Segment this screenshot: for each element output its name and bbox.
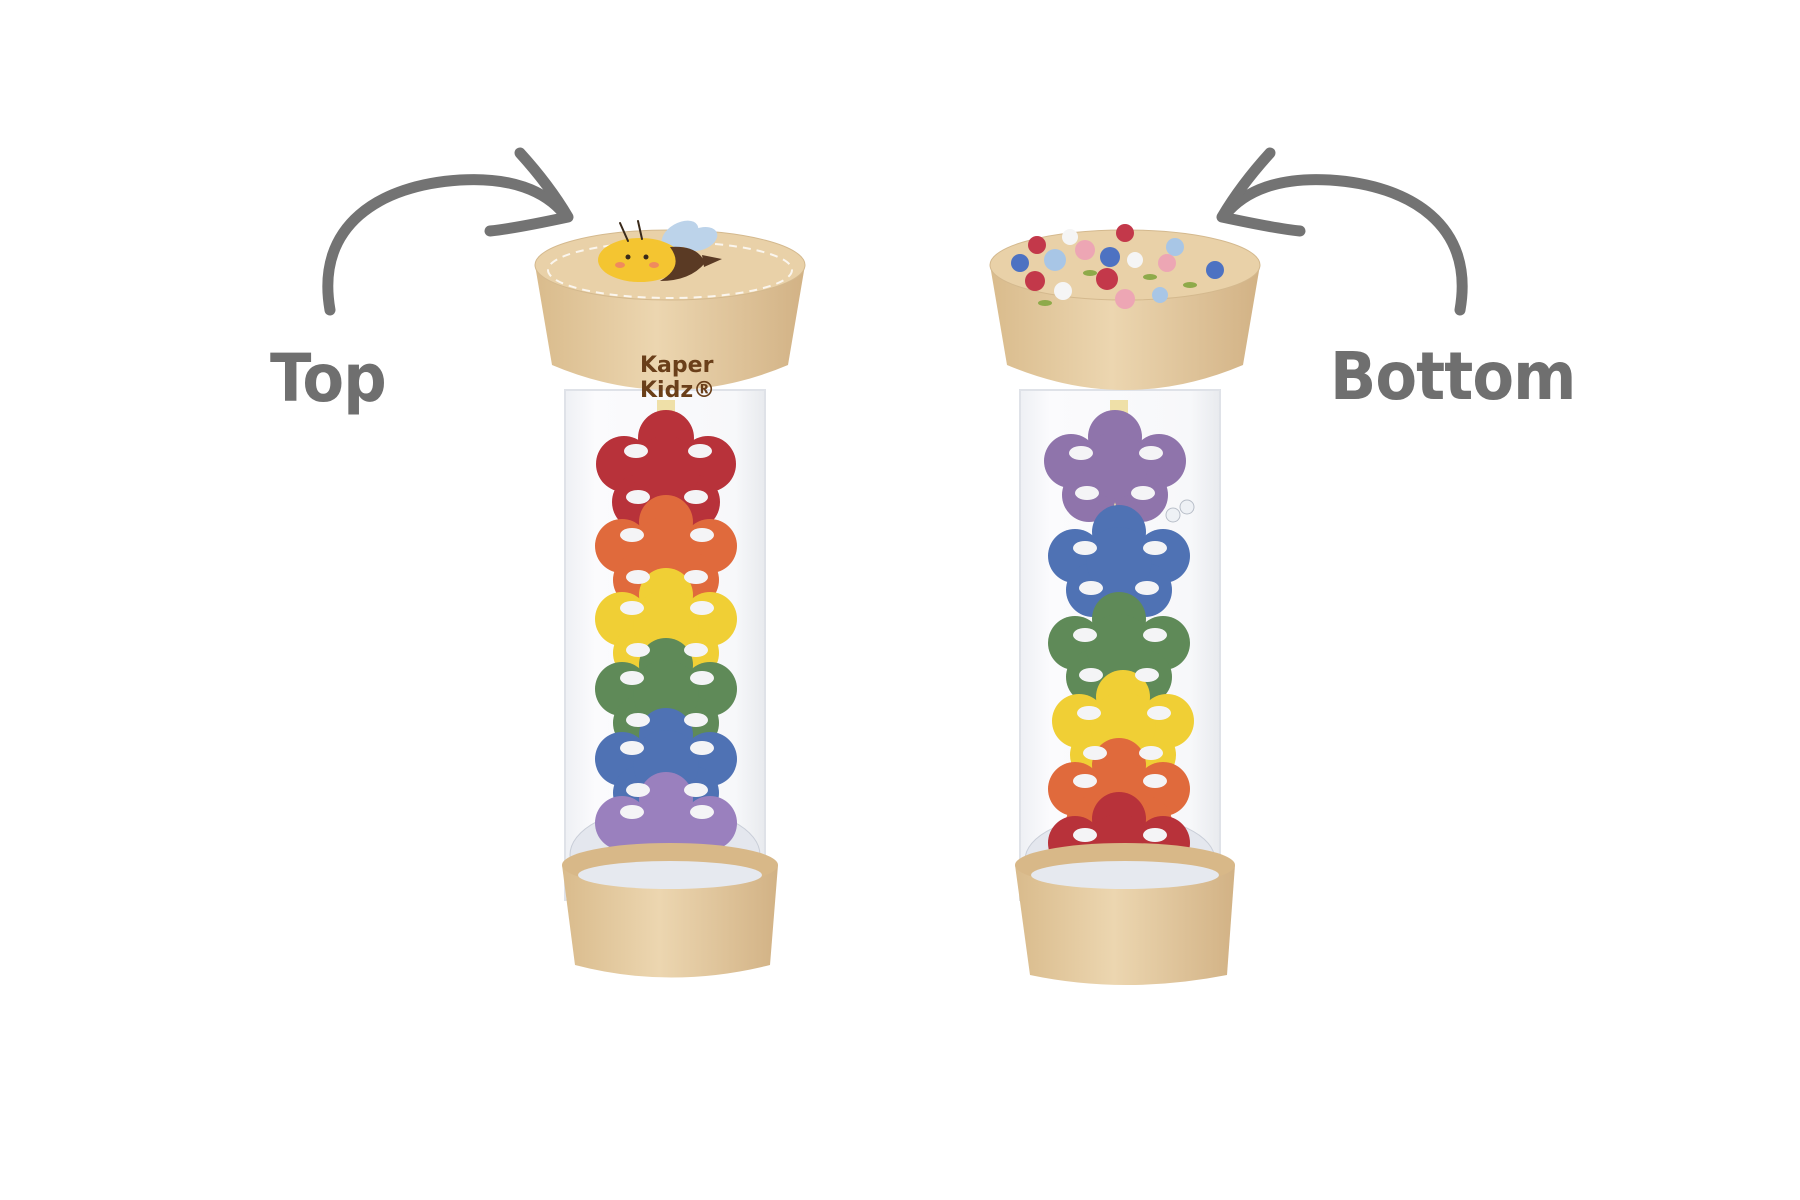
curved-arrow-right-icon xyxy=(322,147,574,316)
brand-line-2: Kidz® xyxy=(640,378,716,403)
top-cap xyxy=(989,224,1261,390)
bottom-cap xyxy=(1015,843,1235,985)
left-rainmaker xyxy=(534,220,806,978)
curved-arrow-left-icon xyxy=(1216,147,1468,316)
flowers-icon xyxy=(1011,224,1224,309)
brand-line-1: Kaper xyxy=(640,353,714,378)
right-rainmaker xyxy=(989,224,1261,985)
brand-logo: Kaper Kidz® xyxy=(640,353,716,403)
bottom-label: Bottom xyxy=(1330,338,1576,415)
bottom-cap xyxy=(562,843,778,978)
top-label: Top xyxy=(270,340,387,417)
top-cap xyxy=(534,220,806,390)
bee-icon xyxy=(598,220,722,282)
